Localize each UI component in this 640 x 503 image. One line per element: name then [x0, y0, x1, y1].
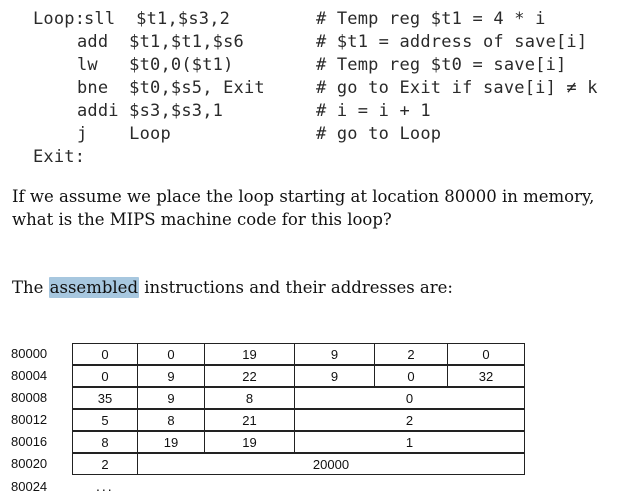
- code-instruction: add $t1,$t1,$s6: [77, 32, 244, 52]
- instruction-field: 1: [294, 431, 525, 453]
- code-line-2: add $t1,$t1,$s6 # $t1 = address of save[…: [33, 31, 587, 54]
- table-ellipsis: ...: [96, 478, 114, 494]
- address-label: 80000: [11, 346, 48, 361]
- code-line-1: Loop: sll $t1,$s3,2 # Temp reg $t1 = 4 *…: [33, 8, 545, 31]
- code-comment: # i = i + 1: [316, 101, 431, 121]
- instruction-field: 8: [204, 387, 295, 409]
- code-instruction: addi $s3,$s3,1: [77, 101, 224, 121]
- instruction-field: 0: [447, 343, 525, 365]
- code-comment: # Temp reg $t1 = 4 * i: [316, 9, 546, 29]
- instruction-field: 9: [294, 365, 375, 387]
- code-instruction: j Loop: [77, 124, 171, 144]
- instruction-field: 35: [72, 387, 138, 409]
- instruction-field: 0: [294, 387, 525, 409]
- address-label: 80012: [11, 412, 48, 427]
- address-label: 80024: [11, 479, 48, 494]
- instruction-field: 2: [72, 453, 138, 475]
- address-label: 80016: [11, 434, 48, 449]
- instruction-field: 20000: [137, 453, 525, 475]
- code-line-7: Exit:: [33, 146, 85, 169]
- instruction-field: 8: [72, 431, 138, 453]
- code-instruction: lw $t0,0($t1): [77, 55, 234, 75]
- answer-intro-after: instructions and their addresses are:: [139, 278, 453, 297]
- instruction-field: 0: [72, 343, 138, 365]
- instruction-field: 2: [294, 409, 525, 431]
- code-comment: # Temp reg $t0 = save[i]: [316, 55, 567, 75]
- address-label: 80008: [11, 390, 48, 405]
- code-comment: # go to Loop: [316, 124, 442, 144]
- instruction-field: 0: [137, 343, 205, 365]
- address-label: 80004: [11, 368, 48, 383]
- instruction-field: 19: [204, 431, 295, 453]
- code-comment: # $t1 = address of save[i]: [316, 32, 588, 52]
- code-label: Exit:: [33, 147, 86, 167]
- instruction-field: 9: [137, 387, 205, 409]
- code-line-4: bne $t0,$s5, Exit # go to Exit if save[i…: [33, 77, 598, 100]
- answer-intro-before: The: [12, 278, 49, 297]
- instruction-field: 0: [72, 365, 138, 387]
- instruction-field: 9: [294, 343, 375, 365]
- instruction-field: 21: [204, 409, 295, 431]
- code-label: Loop:: [33, 9, 86, 29]
- instruction-field: 9: [137, 365, 205, 387]
- code-line-6: j Loop # go to Loop: [33, 123, 441, 146]
- address-label: 80020: [11, 456, 48, 471]
- instruction-field: 0: [374, 365, 448, 387]
- instruction-field: 32: [447, 365, 525, 387]
- code-line-3: lw $t0,0($t1) # Temp reg $t0 = save[i]: [33, 54, 566, 77]
- instruction-field: 22: [204, 365, 295, 387]
- code-listing: Loop: sll $t1,$s3,2 # Temp reg $t1 = 4 *…: [33, 8, 598, 169]
- instruction-field: 2: [374, 343, 448, 365]
- instruction-field: 19: [137, 431, 205, 453]
- code-line-5: addi $s3,$s3,1 # i = i + 1: [33, 100, 431, 123]
- code-comment: # go to Exit if save[i] ≠ k: [316, 78, 598, 98]
- code-instruction: bne $t0,$s5, Exit: [77, 78, 265, 98]
- highlighted-word: assembled: [48, 277, 140, 298]
- instruction-field: 19: [204, 343, 295, 365]
- code-instruction: sll $t1,$s3,2: [84, 9, 231, 29]
- instruction-field: 8: [137, 409, 205, 431]
- question-text: If we assume we place the loop starting …: [12, 187, 595, 229]
- instruction-field: 5: [72, 409, 138, 431]
- answer-intro: The assembled instructions and their add…: [12, 276, 453, 299]
